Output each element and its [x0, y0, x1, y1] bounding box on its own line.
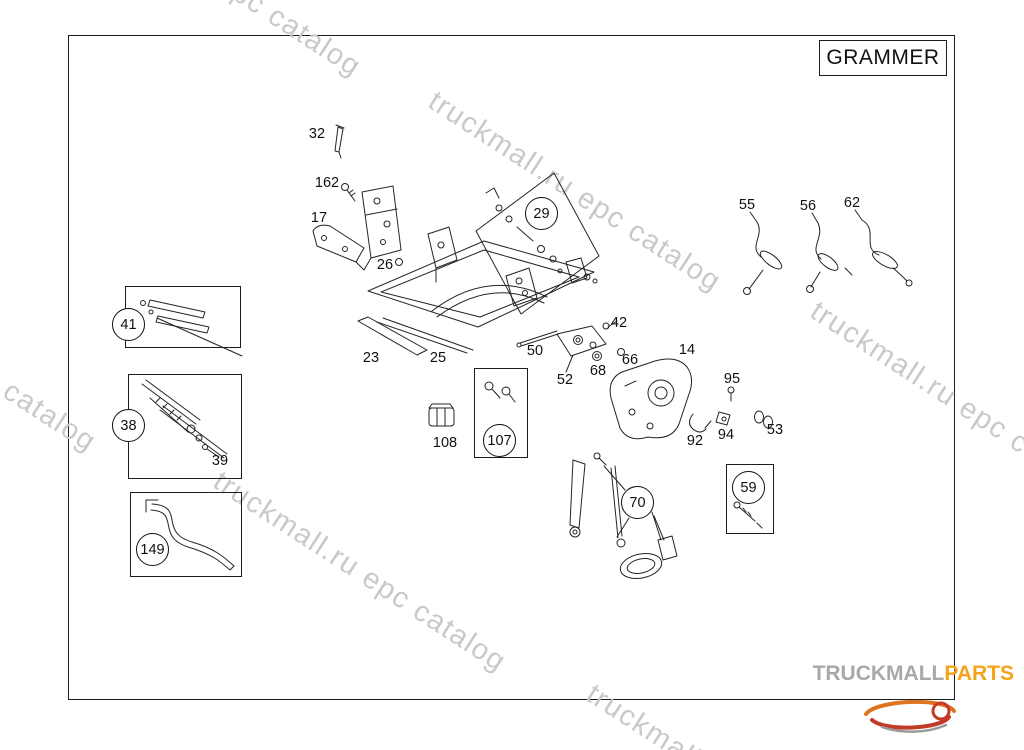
callout-circle-38: 38	[112, 409, 145, 442]
group-box-149	[130, 492, 242, 577]
callout-23: 23	[362, 350, 380, 366]
part-38-group	[141, 379, 228, 459]
callout-circle-70: 70	[621, 486, 654, 519]
seat-frame	[357, 226, 598, 356]
group-box-107	[474, 368, 528, 458]
part-14-panel	[609, 358, 693, 440]
callout-55: 55	[738, 197, 756, 213]
part-95-bolt	[727, 386, 735, 402]
callout-26: 26	[376, 257, 394, 273]
truckmall-logo-swirl	[864, 699, 956, 733]
callout-17: 17	[310, 210, 328, 226]
callout-53: 53	[766, 422, 784, 438]
callout-circle-41: 41	[112, 308, 145, 341]
part-70-group	[569, 452, 678, 580]
callout-108: 108	[432, 435, 458, 451]
callout-56: 56	[799, 198, 817, 214]
callout-92: 92	[686, 433, 704, 449]
brand-plate: GRAMMER	[819, 40, 947, 76]
callout-42: 42	[610, 315, 628, 331]
callout-circle-107: 107	[483, 424, 516, 457]
callout-circle-29: 29	[525, 197, 558, 230]
part-56-cable	[806, 212, 839, 293]
part-149-tube	[145, 499, 235, 571]
callout-circle-59: 59	[732, 471, 765, 504]
callout-32: 32	[308, 126, 326, 142]
truckmall-logo-text: TRUCKMALLPARTS	[813, 662, 1014, 686]
group-box-59	[726, 464, 774, 534]
callout-162: 162	[314, 175, 340, 191]
callout-94: 94	[717, 427, 735, 443]
part-50-latch-group	[516, 320, 625, 373]
drawing-border	[68, 35, 955, 700]
callout-68: 68	[589, 363, 607, 379]
part-92-clamp	[689, 413, 712, 433]
callout-52: 52	[556, 372, 574, 388]
part-55-cable	[743, 211, 783, 295]
logo-text-parts: PARTS	[944, 662, 1014, 685]
part-59-screw	[733, 501, 763, 529]
callout-circle-149: 149	[136, 533, 169, 566]
callout-95: 95	[723, 371, 741, 387]
part-162-screw	[341, 183, 356, 202]
part-41-group	[140, 299, 243, 357]
callout-66: 66	[621, 352, 639, 368]
callout-50: 50	[526, 343, 544, 359]
part-32-pin	[334, 124, 345, 159]
part-53-washers	[754, 410, 773, 429]
part-29-group	[475, 172, 600, 315]
callout-62: 62	[843, 195, 861, 211]
part-62-cable	[844, 209, 913, 287]
logo-text-truckmall: TRUCKMALL	[812, 662, 945, 685]
part-94-nut	[715, 411, 731, 426]
part-108-block	[428, 403, 455, 427]
callout-25: 25	[429, 350, 447, 366]
part-17-bracket	[312, 185, 402, 271]
callout-39: 39	[211, 453, 229, 469]
callout-14: 14	[678, 342, 696, 358]
part-107-screws	[484, 381, 516, 403]
